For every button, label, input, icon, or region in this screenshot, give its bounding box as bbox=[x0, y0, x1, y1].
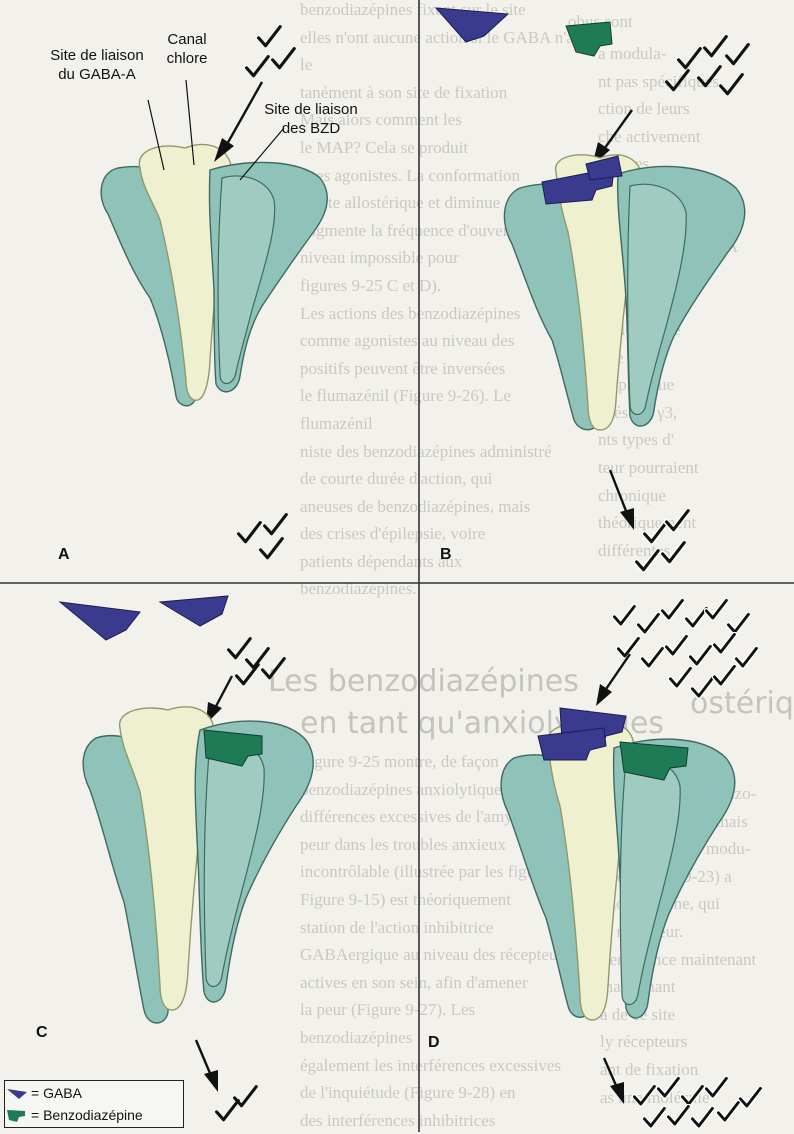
legend: = GABA = Benzodiazépine bbox=[4, 1080, 184, 1128]
receptor-d bbox=[501, 708, 735, 1020]
checks-b-top bbox=[667, 37, 749, 94]
arrow-b-in bbox=[602, 110, 632, 152]
label-bzd-site: Site de liaison des BZD bbox=[246, 100, 376, 138]
gaba-c-free-1 bbox=[60, 602, 140, 640]
arrow-c-out-head bbox=[204, 1070, 218, 1092]
gaba-c-free-2 bbox=[160, 596, 228, 626]
checks-c-bottom bbox=[217, 1087, 257, 1120]
receptor-c bbox=[83, 707, 313, 1023]
checks-a-bottom bbox=[239, 515, 287, 558]
label-canal: Canal chlore bbox=[142, 30, 232, 68]
panel-label-a: A bbox=[58, 546, 70, 564]
legend-gaba: = GABA bbox=[7, 1085, 82, 1101]
checks-a-top bbox=[247, 27, 295, 76]
checks-d-bottom bbox=[634, 1078, 760, 1126]
panel-label-c: C bbox=[36, 1024, 48, 1042]
arrow-d-in bbox=[604, 654, 630, 692]
arrow-b-out bbox=[610, 470, 628, 516]
arrow-c-out bbox=[196, 1040, 212, 1078]
arrow-d-in-head bbox=[596, 684, 612, 706]
gaba-swatch-icon bbox=[7, 1087, 27, 1099]
panel-label-d: D bbox=[428, 1034, 440, 1052]
receptor-a bbox=[101, 144, 327, 405]
checks-b-bottom bbox=[637, 511, 689, 570]
panel-label-b: B bbox=[440, 546, 452, 564]
legend-gaba-label: = GABA bbox=[31, 1085, 82, 1101]
arrow-b-out-head bbox=[620, 508, 634, 530]
legend-benzo-label: = Benzodiazépine bbox=[31, 1107, 143, 1123]
legend-benzo: = Benzodiazépine bbox=[7, 1107, 143, 1123]
checks-d-top bbox=[614, 600, 756, 696]
gaba-b-top bbox=[436, 8, 508, 42]
arrow-c-in bbox=[214, 676, 232, 710]
receptor-b bbox=[504, 155, 744, 430]
benzo-swatch-icon bbox=[7, 1109, 27, 1121]
benzo-b-top bbox=[566, 22, 612, 56]
arrow-d-out-head bbox=[610, 1082, 624, 1104]
checks-c-top bbox=[229, 639, 285, 684]
